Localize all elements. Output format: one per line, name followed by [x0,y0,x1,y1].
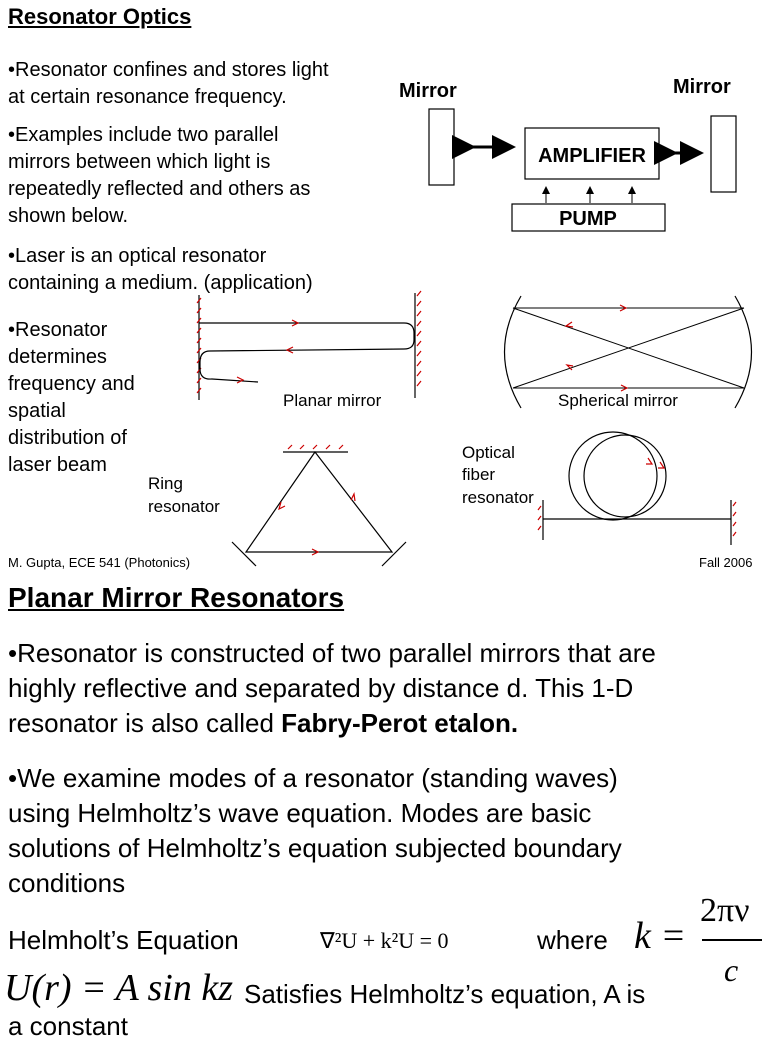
paragraph-line: conditions [8,868,126,898]
ray-arrow [565,364,574,371]
bullet-line: •Resonator confines and stores light [8,59,329,81]
bullet-line: •Examples include two parallel [8,124,279,146]
bullet-line: laser beam [8,454,107,476]
k-equals: k = [634,915,687,957]
fiber-resonator-label: fiber [462,465,495,484]
resonator-diagrams: Mirror Mirror AMPLIFIER PUMP Planar mirr… [148,76,753,567]
bullet-line: •Laser is an optical resonator [8,245,267,267]
fabry-perot-term: Fabry-Perot etalon. [281,708,519,738]
ring-resonator-label: resonator [148,497,220,516]
bullet-line: spatial [8,400,66,422]
paragraph-line: •Resonator is constructed of two paralle… [8,638,656,668]
ray-arrow [564,321,574,328]
helmholtz-label: Helmholt’s Equation [8,925,239,955]
k-numerator: 2πν [700,892,750,929]
ring-triangle [244,450,394,553]
paragraph-helmholtz: •We examine modes of a resonator (standi… [8,761,622,901]
ray-arrow [278,501,286,511]
ray-arrow [236,376,245,384]
k-denominator: c [724,952,739,988]
bullet-resonator-determines: •Resonator determines frequency and spat… [8,317,135,479]
paragraph-fabry-perot: •Resonator is constructed of two paralle… [8,636,656,741]
fiber-loop [568,431,658,521]
bullet-line: determines [8,346,107,368]
where-label: where [537,925,608,955]
mirror-hatch [287,444,344,450]
helmholtz-equation: ∇²U + k²U = 0 [320,928,449,953]
ray-arrow [311,548,320,556]
ray-arrow [619,304,628,312]
mirror-right-label: Mirror [673,76,731,98]
ring-mirror-right [381,541,407,567]
mirror-right [710,115,737,193]
footer-date: Fall 2006 [699,555,753,570]
solution-text: Satisfies Helmholtz’s equation, A is [244,979,646,1009]
fiber-resonator-label: Optical [462,443,515,462]
ray-cross [512,307,745,389]
fraction-bar [702,939,762,941]
solution-equation: U(r) = A sin kz [4,967,234,1009]
bullet-laser: •Laser is an optical resonator containin… [8,243,313,297]
laser-diagram: Mirror Mirror AMPLIFIER PUMP [399,76,737,232]
ring-resonator-diagram: Ring resonator [148,444,407,567]
ray-arrow [285,346,294,354]
fiber-resonator-label: resonator [462,488,534,507]
spherical-mirror-left [503,295,522,409]
mirror-left [428,108,455,186]
bullet-line: shown below. [8,205,129,227]
spherical-mirror-diagram: Spherical mirror [503,295,753,410]
bullet-line: repeatedly reflected and others as [8,178,311,200]
pump-label: PUMP [559,208,617,230]
ray-arrow [350,492,356,502]
paragraph-line: highly reflective and separated by dista… [8,673,634,703]
footer-author: M. Gupta, ECE 541 (Photonics) [8,555,191,570]
bullet-line: at certain resonance frequency. [8,86,287,108]
amplifier-label: AMPLIFIER [538,145,646,167]
paragraph-line: •We examine modes of a resonator (standi… [8,763,618,793]
bullet-line: containing a medium. (application) [8,272,313,294]
ray-arrow [291,319,300,327]
paragraph-line: using Helmholtz’s wave equation. Modes a… [8,798,592,828]
mirror-left-label: Mirror [399,80,457,102]
spherical-mirror-label: Spherical mirror [558,391,678,410]
mirror-hatch [537,505,542,531]
bullet-examples: •Examples include two parallel mirrors b… [8,122,310,230]
bullet-line: mirrors between which light is [8,151,271,173]
planar-mirror-label: Planar mirror [283,391,382,410]
ring-resonator-label: Ring [148,474,183,493]
paragraph-line: resonator is also called Fabry-Perot eta… [8,706,656,741]
spherical-mirror-right [734,295,753,409]
pump-box [511,203,666,232]
bullet-line: •Resonator [8,319,108,341]
slide-title: Resonator Optics [8,4,192,29]
paragraph-text: resonator is also called [8,708,282,738]
bullet-line: distribution of [8,427,127,449]
mirror-hatch [416,290,422,387]
ring-mirror-left [231,541,257,567]
slide-title: Planar Mirror Resonators [8,582,345,613]
fiber-loop [583,434,667,518]
fiber-resonator-diagram: Optical fiber resonator [462,431,737,545]
planar-mirror-diagram: Planar mirror [196,290,422,410]
solution-constant: a constant [8,1011,128,1041]
bullet-line: frequency and [8,373,135,395]
mirror-hatch [196,297,202,394]
paragraph-line: solutions of Helmholtz’s equation subjec… [8,833,622,863]
bullet-resonator-confines: •Resonator confines and stores light at … [8,57,329,111]
planar-ray-path [199,322,415,383]
ray-arrow [646,457,666,469]
mirror-hatch [732,501,737,537]
ray-arrow [620,384,629,392]
